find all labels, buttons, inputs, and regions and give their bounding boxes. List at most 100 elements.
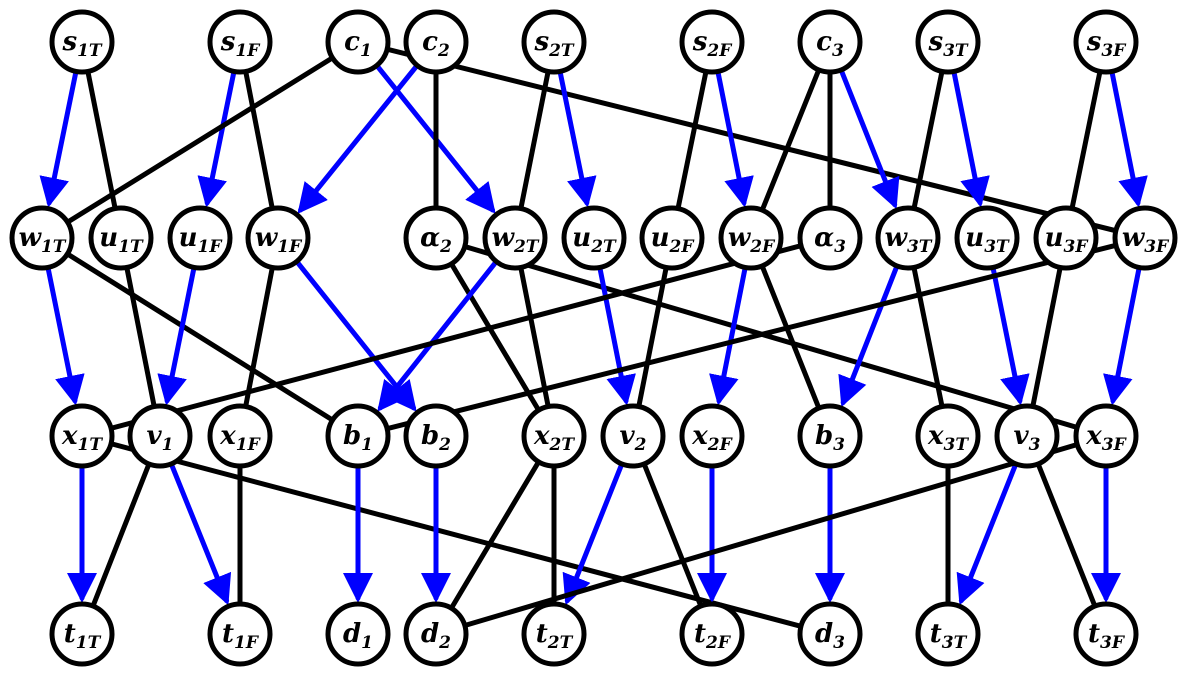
node-u2f: u2F [639,205,705,271]
node-circle [325,9,391,75]
node-circle [49,9,115,75]
node-label-base: t [536,619,548,649]
node-label-subscript: 3T [942,633,968,653]
node-label: b2 [421,421,451,455]
node-s1f: s1F [207,9,273,75]
node-label: s2T [533,27,574,61]
node-label-base: x [691,421,708,451]
edge-c3-to-w2f [748,39,833,241]
node-label: x3F [1085,421,1127,455]
node-c3: c3 [797,9,863,75]
node-circle [679,601,745,667]
node-x2f: x2F [679,403,745,469]
node-circle [521,601,587,667]
node-t3f: t3F [1073,601,1139,667]
node-label: s1T [61,27,102,61]
node-label-subscript: 2F [707,435,734,455]
node-w1f: w1F [245,205,311,271]
node-circle [915,9,981,75]
node-label-subscript: 3T [944,435,970,455]
edge-s1f-to-w1f [237,39,281,241]
node-t1t: t1T [49,601,115,667]
edge-u2f-to-v2 [630,235,675,439]
node-label-subscript: 2T [548,41,575,61]
node-circle [679,9,745,75]
edge-x2t-to-d2 [433,433,557,637]
node-label: c1 [344,27,372,61]
node-label-base: d [343,619,361,649]
node-label: w2F [728,223,776,257]
node-w3t: w3T [875,205,941,271]
node-s3f: s3F [1073,9,1139,75]
node-label: t1F [222,619,260,653]
node-x3f: x3F [1073,403,1139,469]
edge-w1t-to-b1 [39,235,361,439]
node-label-subscript: 2T [549,435,576,455]
node-label: w1T [19,223,67,257]
node-t3t: t3T [915,601,981,667]
node-label-subscript: 2 [437,41,450,61]
node-circle [207,403,273,469]
node-label: v1 [147,421,174,455]
node-b3: b3 [797,403,863,469]
node-label-base: α [420,223,440,253]
node-label: x1F [219,421,261,455]
node-label-subscript: 2 [634,435,647,455]
node-label: α2 [420,223,452,257]
node-label-base: u [651,223,670,253]
node-u2t: u2T [561,205,627,271]
edge-w3t-to-x3t [905,235,951,439]
node-label-base: s [533,27,549,57]
edge-w1f-to-b2-arrow [275,235,417,412]
node-label: t1T [64,619,102,653]
edge-u3f-to-v3 [1024,235,1069,439]
node-circle [245,205,311,271]
node-circle [679,403,745,469]
node-label-base: s [1086,27,1102,57]
node-x2t: x2T [521,403,587,469]
node-u1f: u1F [167,205,233,271]
node-label-base: x [61,421,78,451]
node-label-subscript: 3F [1101,41,1127,61]
node-circle [875,205,941,271]
node-s2t: s2T [521,9,587,75]
node-circle [482,205,548,271]
node-label-base: w [492,223,516,253]
node-circle [561,205,627,271]
edge-a3-to-x1t [79,235,833,439]
node-label: w3F [1122,223,1170,257]
node-circle [167,205,233,271]
node-label: u2T [572,223,617,257]
node-label-base: t [930,619,942,649]
node-label-base: x [1085,421,1102,451]
node-label-base: w [1122,223,1146,253]
node-t2f: t2F [679,601,745,667]
node-label-subscript: 3F [1100,633,1126,653]
node-label-base: t [694,619,706,649]
node-w3f: w3F [1112,205,1178,271]
edge-c1-to-w3f [355,39,1148,241]
node-label-subscript: 2F [705,633,732,653]
node-label-subscript: 2F [749,237,776,257]
node-label-subscript: 2F [706,41,733,61]
node-label: v3 [1014,421,1041,455]
node-label: s2F [692,27,733,61]
node-label: b3 [815,421,845,455]
node-label: α3 [814,223,846,257]
node-label: c2 [422,27,450,61]
node-label-base: c [344,27,360,57]
edge-w1f-to-x1f [237,235,281,439]
node-label: w1F [255,223,303,257]
node-c1: c1 [325,9,391,75]
node-u1t: u1T [88,205,154,271]
node-w2t: w2T [482,205,548,271]
node-label-base: v [147,421,163,451]
node-label-subscript: 1F [235,41,261,61]
node-circle [797,205,863,271]
node-t2t: t2T [521,601,587,667]
node-label-subscript: 3 [834,237,846,257]
node-label-subscript: 1T [41,237,67,257]
node-label-subscript: 1T [78,435,104,455]
edge-s1t-to-u1t [79,39,124,241]
